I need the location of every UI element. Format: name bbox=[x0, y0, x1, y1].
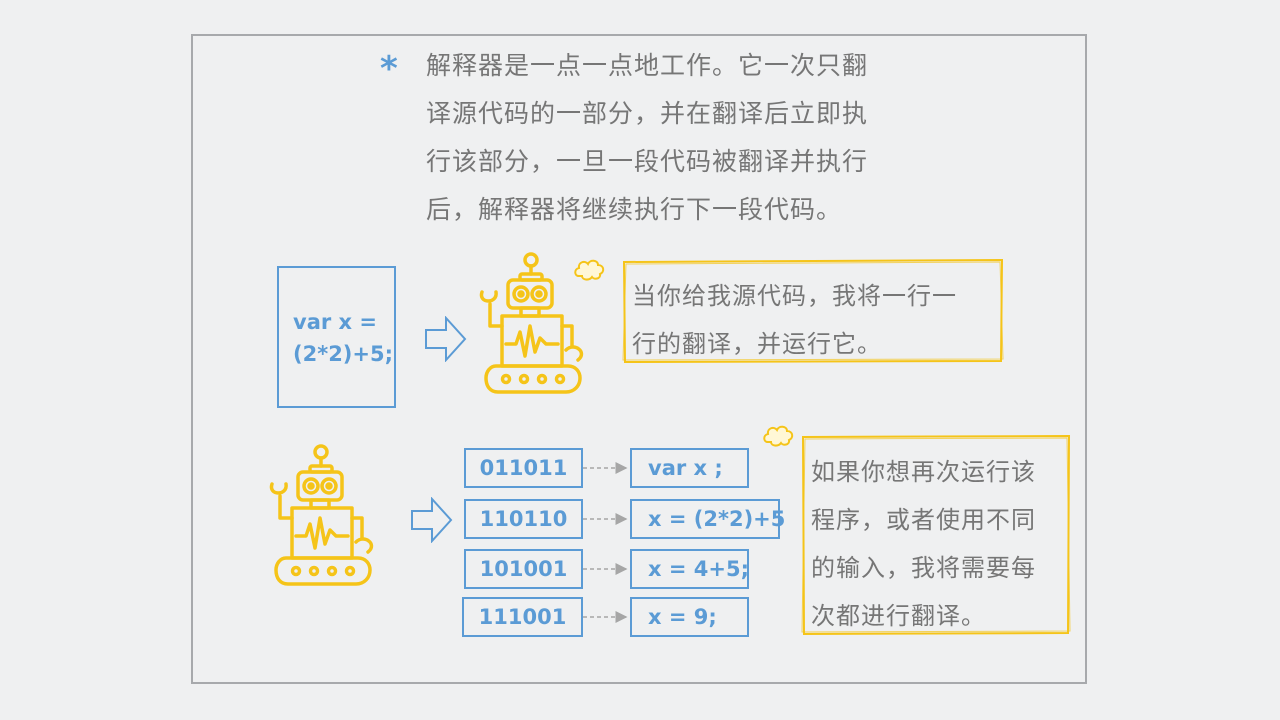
binary-code-box: 110110 bbox=[464, 499, 583, 539]
binary-code-box: 101001 bbox=[464, 549, 583, 589]
speech-line: 当你给我源代码，我将一行一 bbox=[632, 282, 957, 310]
intro-line: 译源代码的一部分，并在翻译后立即执 bbox=[426, 99, 869, 128]
statement-box: x = 4+5; bbox=[630, 549, 749, 589]
source-code-line: (2*2)+5; bbox=[293, 342, 394, 366]
intro-line: 后，解释器将继续执行下一段代码。 bbox=[426, 195, 843, 224]
robot-speech-box: 当你给我源代码，我将一行一 行的翻译，并运行它。 bbox=[622, 258, 1004, 364]
source-code-box: var x = (2*2)+5; bbox=[277, 266, 396, 408]
right-arrow-icon bbox=[411, 497, 453, 543]
source-code-line: var x = bbox=[293, 310, 377, 334]
robot-speech-box: 如果你想再次运行该 程序，或者使用不同 的输入，我将需要每 次都进行翻译。 bbox=[801, 434, 1071, 636]
thought-cloud-icon bbox=[763, 425, 794, 447]
right-arrow-icon bbox=[425, 316, 467, 362]
thought-cloud-icon bbox=[574, 259, 605, 281]
robot-icon bbox=[269, 444, 374, 586]
statement-box: x = 9; bbox=[630, 597, 749, 637]
binary-code-box: 011011 bbox=[464, 448, 583, 488]
speech-line: 行的翻译，并运行它。 bbox=[632, 330, 882, 358]
speech-line: 次都进行翻译。 bbox=[811, 602, 986, 630]
slide-frame bbox=[191, 34, 1087, 684]
speech-line: 程序，或者使用不同 bbox=[811, 506, 1036, 534]
speech-line: 如果你想再次运行该 bbox=[811, 458, 1036, 486]
binary-code-box: 111001 bbox=[462, 597, 583, 637]
speech-line: 的输入，我将需要每 bbox=[811, 554, 1036, 582]
statement-box: x = (2*2)+5 bbox=[630, 499, 785, 539]
intro-paragraph: 解释器是一点一点地工作。它一次只翻 译源代码的一部分，并在翻译后立即执 行该部分… bbox=[426, 42, 896, 234]
bullet-asterisk-icon: * bbox=[380, 49, 398, 89]
intro-line: 行该部分，一旦一段代码被翻译并执行 bbox=[426, 147, 869, 176]
intro-line: 解释器是一点一点地工作。它一次只翻 bbox=[426, 51, 869, 80]
robot-icon bbox=[479, 252, 584, 394]
statement-box: var x ; bbox=[630, 448, 749, 488]
